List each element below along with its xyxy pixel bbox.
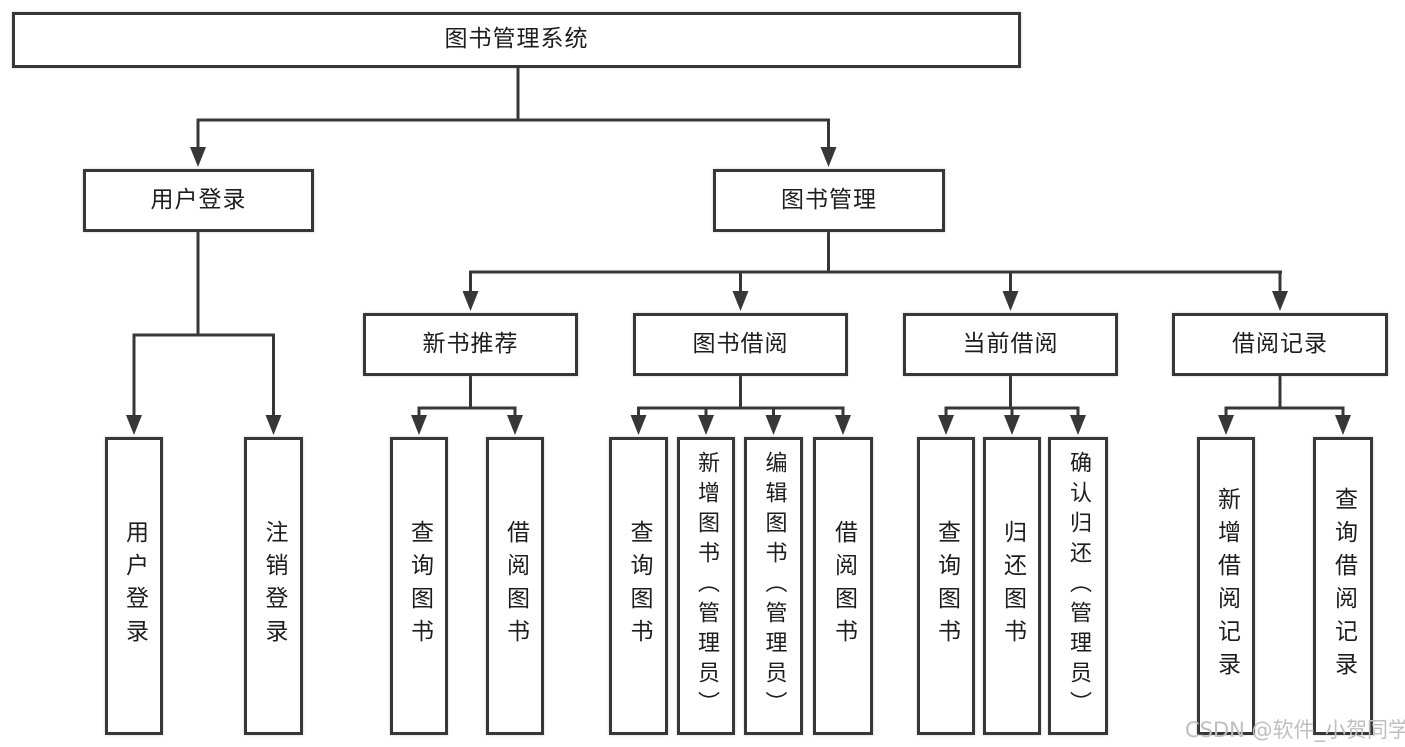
leaf-add-borrow-record: 新增借阅记录	[1197, 437, 1255, 735]
connector-root-to-level2	[196, 68, 830, 149]
leaf-borrow-books: 借阅图书	[486, 437, 544, 735]
leaf-add-books-admin: 新增图书（管理员）	[677, 437, 735, 735]
leaf-query-books: 查询图书	[390, 437, 448, 735]
connector-userlogin-subtree	[132, 232, 275, 417]
node-book-management: 图书管理	[713, 169, 945, 232]
leaf-label: 新增借阅记录	[1213, 487, 1240, 685]
leaf-edit-books-admin: 编辑图书（管理员）	[744, 437, 803, 735]
leaf-label: 查询图书	[626, 520, 652, 652]
leaf-logout: 注销登录	[244, 437, 303, 735]
leaf-label: 借阅图书	[830, 520, 857, 652]
node-new-book-recommendation: 新书推荐	[363, 313, 578, 376]
connector-records-subtree	[1224, 376, 1345, 417]
connector-newbooks-subtree	[417, 376, 517, 417]
leaf-label: 编辑图书（管理员）	[761, 451, 787, 721]
leaf-label: 查询图书	[406, 520, 433, 652]
node-current-borrowing: 当前借阅	[903, 313, 1118, 376]
connector-bookmgmt-distributor	[469, 232, 1282, 293]
leaf-label: 借阅图书	[502, 520, 529, 652]
node-user-login: 用户登录	[83, 169, 314, 232]
arrowhead-icons	[126, 147, 1351, 435]
leaf-user-login: 用户登录	[105, 437, 163, 735]
connector-current-subtree	[944, 376, 1080, 417]
leaf-label: 用户登录	[121, 520, 148, 652]
leaf-label: 注销登录	[261, 520, 287, 652]
leaf-label: 归还图书	[999, 520, 1026, 652]
node-book-borrowing: 图书借阅	[633, 313, 848, 376]
csdn-watermark: CSDN @软件_小贺同学	[1185, 718, 1405, 742]
leaf-label: 新增图书（管理员）	[694, 451, 719, 721]
leaf-query-borrow-record: 查询借阅记录	[1313, 437, 1373, 735]
leaf-return-books: 归还图书	[983, 437, 1041, 735]
leaf-query-books: 查询图书	[609, 437, 668, 735]
node-library-system: 图书管理系统	[12, 12, 1021, 68]
leaf-label: 查询图书	[933, 520, 960, 652]
leaf-confirm-return-admin: 确认归还（管理员）	[1048, 437, 1108, 735]
connector-borrowing-subtree	[637, 376, 845, 417]
leaf-query-books: 查询图书	[917, 437, 975, 735]
leaf-borrow-books: 借阅图书	[813, 437, 873, 735]
leaf-label: 查询借阅记录	[1330, 487, 1357, 685]
leaf-label: 确认归还（管理员）	[1066, 451, 1091, 721]
node-borrow-records: 借阅记录	[1172, 313, 1388, 376]
